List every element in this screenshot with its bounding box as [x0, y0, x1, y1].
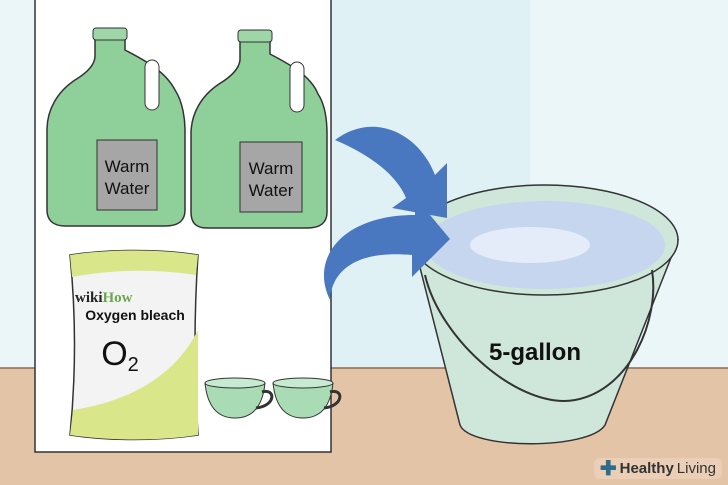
svg-text:wikiHow: wikiHow [75, 290, 133, 306]
brand-how: How [103, 290, 133, 306]
jug-label: Warm [249, 159, 294, 178]
warm-water-jug: Warm Water [190, 29, 328, 229]
jug-label: Warm [105, 157, 150, 176]
product-name: Oxygen bleach [85, 307, 185, 323]
formula: O2 [101, 335, 139, 376]
oxygen-bleach-bag: wikiHow Oxygen bleach O2 [69, 249, 199, 441]
cup [272, 377, 342, 419]
plus-leaf-icon: ✚ [599, 457, 617, 480]
brand-wiki: wiki [75, 290, 103, 306]
jug-label: Water [249, 181, 294, 200]
cup [204, 377, 274, 419]
warm-water-jug: Warm Water [46, 27, 186, 227]
watermark-bold: Healthy [619, 460, 674, 477]
arrow-icon [323, 197, 450, 300]
bucket-label: 5-gallon [489, 339, 581, 366]
jug-label: Water [105, 179, 150, 198]
arrow-icon [335, 126, 447, 218]
bucket: 5-gallon [411, 184, 680, 445]
watermark-regular: Living [676, 460, 716, 477]
